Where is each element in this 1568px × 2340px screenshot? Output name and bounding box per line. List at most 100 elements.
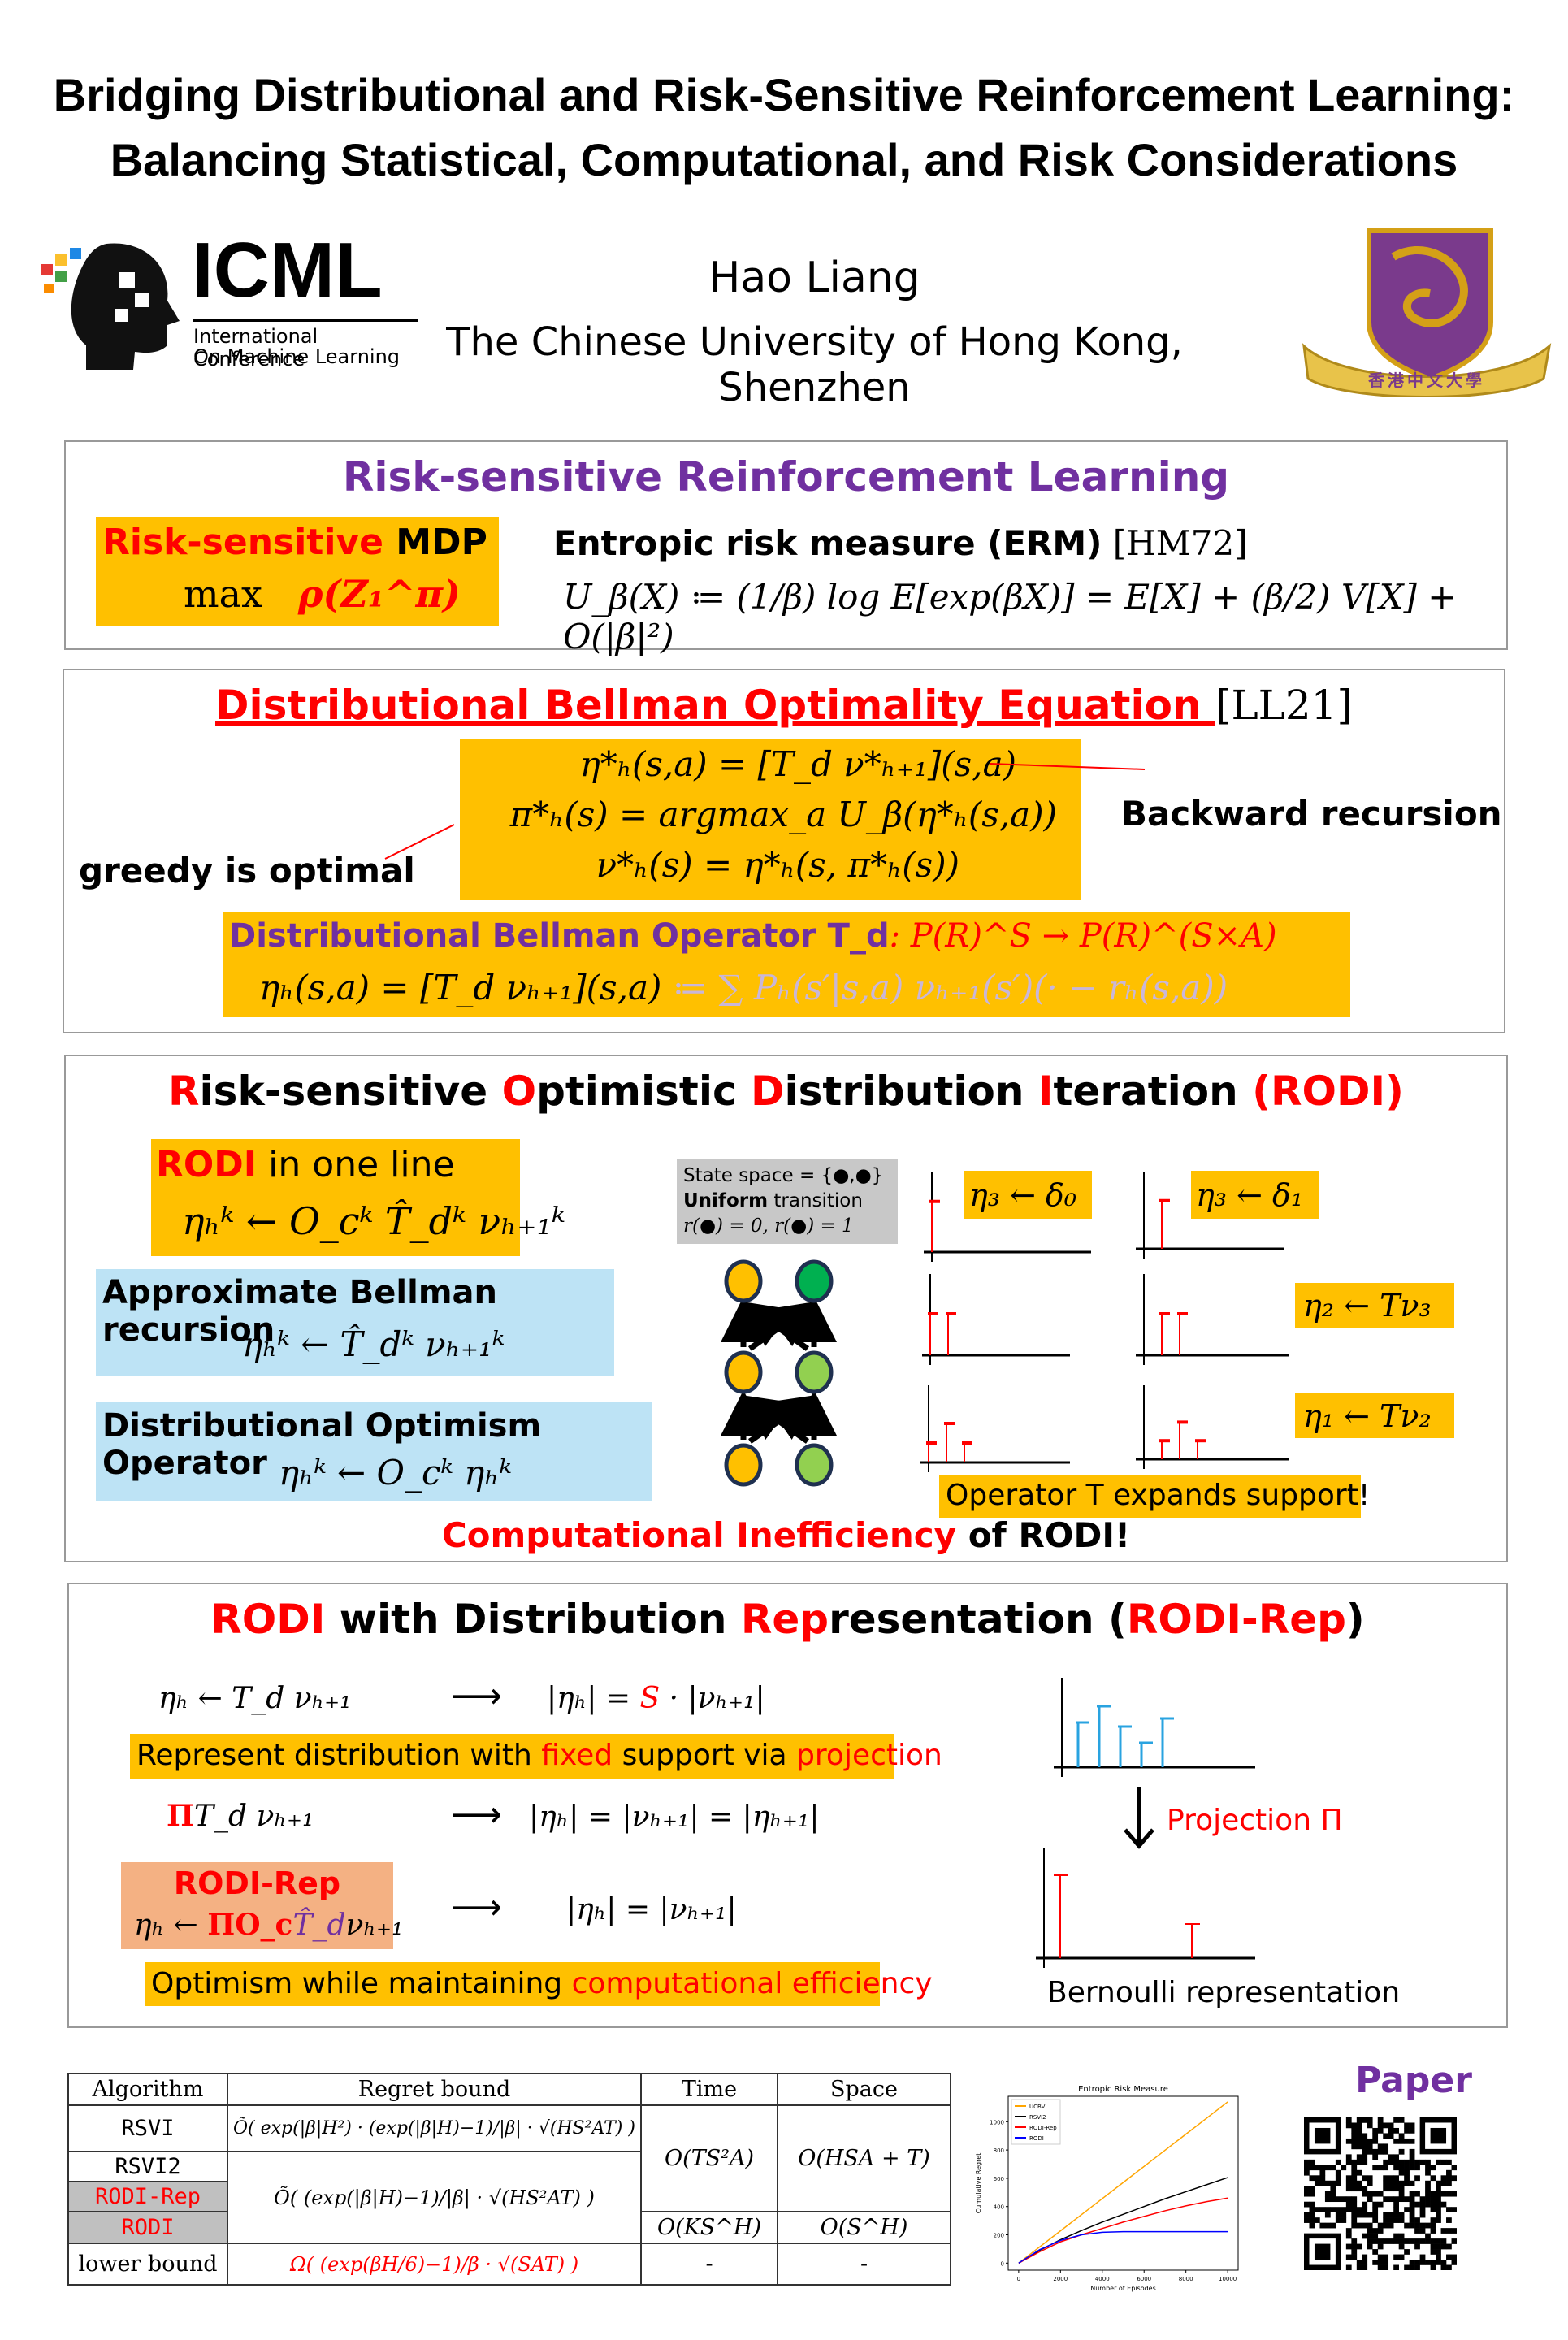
plot-frame bbox=[1007, 2095, 1239, 2271]
note-part: Represent distribution with bbox=[136, 1739, 542, 1772]
rodi-rep-formula-post: νₕ₊₁ bbox=[345, 1909, 404, 1942]
qr-module bbox=[1383, 2148, 1389, 2155]
qr-module bbox=[1304, 2159, 1310, 2165]
y-tick-label: 400 bbox=[994, 2204, 1004, 2211]
section-risk-sensitive-rl: Risk-sensitive Reinforcement Learning Ri… bbox=[64, 440, 1508, 656]
qr-module bbox=[1351, 2169, 1358, 2176]
qr-module bbox=[1309, 2222, 1315, 2229]
qr-module bbox=[1383, 2254, 1389, 2260]
section-rodi-rep: RODI with Distribution Representation (R… bbox=[67, 1583, 1508, 2028]
qr-module bbox=[1367, 2212, 1373, 2218]
qr-module bbox=[1335, 2207, 1341, 2212]
qr-module bbox=[1436, 2196, 1441, 2203]
qr-module bbox=[1345, 2175, 1352, 2182]
qr-module bbox=[1351, 2207, 1358, 2212]
qr-module bbox=[1383, 2212, 1389, 2218]
chart-title: Entropic Risk Measure bbox=[1078, 2085, 1168, 2094]
qr-module bbox=[1351, 2222, 1358, 2229]
qr-module bbox=[1304, 2201, 1310, 2208]
qr-module bbox=[1304, 2164, 1310, 2171]
heading-part: teration bbox=[1053, 1068, 1253, 1115]
icml-line2: On Machine Learning bbox=[193, 345, 401, 368]
qr-module bbox=[1398, 2233, 1405, 2239]
heading-part: I bbox=[1037, 1068, 1054, 1115]
qr-module bbox=[1383, 2159, 1389, 2165]
qr-module bbox=[1388, 2127, 1394, 2134]
qr-module bbox=[1409, 2190, 1415, 2197]
optimism-operator-box: Distributional Optimism Operator ηₕᵏ ← O… bbox=[96, 1402, 652, 1501]
qr-module bbox=[1362, 2233, 1368, 2239]
qr-module bbox=[1440, 2180, 1447, 2186]
rodi-label: RODI bbox=[156, 1144, 258, 1185]
qr-module bbox=[1404, 2264, 1410, 2270]
note-part: computational efficiency bbox=[571, 1967, 933, 2000]
erm-label: Entropic risk measure (ERM) bbox=[553, 523, 1102, 563]
reward-text: r(●) = 0, r(●) = 1 bbox=[683, 1216, 854, 1237]
qr-module bbox=[1367, 2138, 1373, 2144]
qr-module bbox=[1451, 2190, 1457, 2197]
qr-module bbox=[1341, 2212, 1347, 2218]
qr-module bbox=[1314, 2217, 1320, 2223]
qr-module bbox=[1377, 2222, 1384, 2229]
series-line-ucbvi bbox=[1018, 2101, 1228, 2264]
qr-module bbox=[1393, 2154, 1399, 2160]
qr-module bbox=[1335, 2180, 1341, 2186]
qr-module bbox=[1324, 2222, 1331, 2229]
qr-module bbox=[1446, 2243, 1452, 2250]
table-cell-algorithm: lower bound bbox=[67, 2242, 228, 2286]
qr-module bbox=[1430, 2264, 1436, 2270]
qr-module bbox=[1314, 2207, 1320, 2212]
qr-module bbox=[1436, 2254, 1441, 2260]
qr-module bbox=[1351, 2249, 1358, 2255]
qr-module bbox=[1341, 2196, 1347, 2203]
qr-module bbox=[1351, 2254, 1358, 2260]
qr-module bbox=[1436, 2260, 1441, 2265]
qr-module bbox=[1388, 2238, 1394, 2244]
qr-module bbox=[1324, 2207, 1331, 2212]
qr-module bbox=[1425, 2169, 1431, 2176]
qr-module bbox=[1409, 2222, 1415, 2229]
qr-module bbox=[1430, 2249, 1436, 2255]
qr-module bbox=[1430, 2243, 1436, 2250]
table-header: Algorithm bbox=[67, 2073, 228, 2106]
author-name: Hao Liang bbox=[708, 254, 920, 302]
qr-module bbox=[1372, 2201, 1379, 2208]
qr-module bbox=[1304, 2186, 1310, 2192]
qr-module bbox=[1383, 2264, 1389, 2270]
bellman-equations-box: η*ₕ(s,a) = [T_d ν*ₕ₊₁](s,a) π*ₕ(s) = arg… bbox=[460, 739, 1081, 900]
qr-module bbox=[1335, 2175, 1341, 2182]
qr-module bbox=[1345, 2117, 1352, 2123]
qr-module bbox=[1383, 2164, 1389, 2171]
y-tick-label: 0 bbox=[1001, 2260, 1004, 2267]
note-part: Optimism while maintaining bbox=[151, 1967, 572, 2000]
qr-module bbox=[1309, 2212, 1315, 2218]
state-space-box: State space = {●,●} Uniform transition r… bbox=[677, 1159, 898, 1244]
qr-module bbox=[1446, 2180, 1452, 2186]
qr-module bbox=[1409, 2148, 1415, 2155]
qr-module bbox=[1351, 2138, 1358, 2144]
qr-module bbox=[1309, 2190, 1315, 2197]
paper-qr-code[interactable] bbox=[1304, 2117, 1457, 2270]
qr-module bbox=[1419, 2238, 1426, 2244]
qr-module bbox=[1414, 2190, 1420, 2197]
qr-module bbox=[1451, 2260, 1457, 2265]
table-cell-algorithm: RSVI bbox=[67, 2104, 228, 2152]
qr-module bbox=[1345, 2228, 1352, 2234]
qr-module bbox=[1345, 2254, 1352, 2260]
qr-module bbox=[1414, 2264, 1420, 2270]
state-node-green bbox=[795, 1259, 834, 1303]
qr-module bbox=[1409, 2207, 1415, 2212]
qr-module bbox=[1330, 2196, 1336, 2203]
section2-heading: Distributional Bellman Optimality Equati… bbox=[215, 682, 1215, 729]
qr-module bbox=[1436, 2243, 1441, 2250]
table-cell-regret: Ω( (exp(βH/6)−1)/β · √(SAT) ) bbox=[227, 2242, 642, 2286]
qr-module bbox=[1436, 2186, 1441, 2192]
qr-module bbox=[1436, 2159, 1441, 2165]
uniform-rest: transition bbox=[768, 1190, 863, 1211]
qr-module bbox=[1398, 2217, 1405, 2223]
table-cell-regret: Õ( (exp(|β|H)−1)/|β| · √(HS²AT) ) bbox=[227, 2151, 642, 2244]
qr-module bbox=[1414, 2238, 1420, 2244]
qr-module bbox=[1356, 2117, 1362, 2123]
qr-module bbox=[1425, 2201, 1431, 2208]
